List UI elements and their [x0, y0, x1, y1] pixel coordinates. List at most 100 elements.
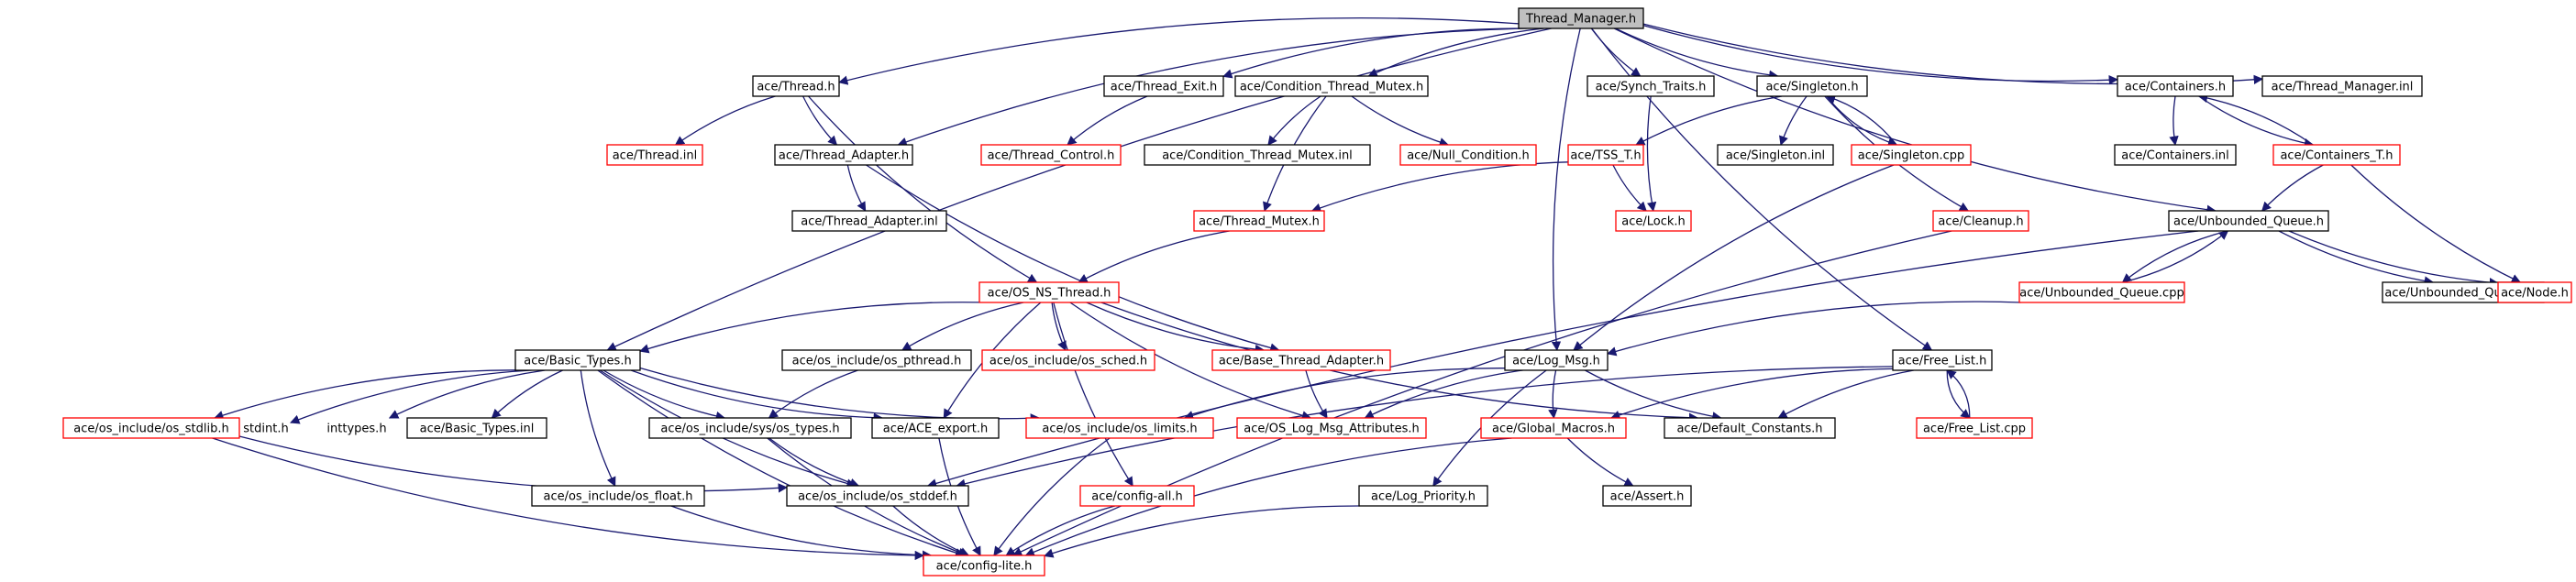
node-box: [981, 349, 1155, 371]
edge-tm-to-singleton: [1615, 27, 1779, 80]
edge-thread-to-threadinl: [674, 95, 776, 146]
node-box: [1480, 417, 1627, 439]
node-label: ace/Cleanup.h: [1938, 215, 2023, 229]
node-containerst[interactable]: ace/Containers_T.h: [2272, 144, 2401, 166]
node-tadapter[interactable]: ace/Thread_Adapter.h: [774, 144, 913, 166]
node-bta[interactable]: ace/Base_Thread_Adapter.h: [1211, 349, 1391, 371]
edge-limits-to-configlite: [993, 437, 1111, 556]
node-singletoncpp[interactable]: ace/Singleton.cpp: [1851, 144, 1972, 166]
node-label: ace/Free_List.cpp: [1923, 423, 2026, 436]
node-sched[interactable]: ace/os_include/os_sched.h: [981, 349, 1155, 371]
node-ctminl[interactable]: ace/Condition_Thread_Mutex.inl: [1144, 144, 1371, 166]
node-configall[interactable]: ace/config-all.h: [1079, 485, 1195, 507]
edge-tm-to-uq: [1613, 27, 2217, 214]
edge-freelist-to-defconst: [1777, 369, 1914, 419]
node-lock[interactable]: ace/Lock.h: [1615, 210, 1692, 232]
node-logmsg[interactable]: ace/Log_Msg.h: [1504, 349, 1609, 371]
node-basic[interactable]: ace/Basic_Types.h: [514, 349, 641, 371]
edge-tadapter-to-bta: [866, 164, 1280, 353]
node-box: [531, 485, 705, 507]
node-label: ace/Log_Priority.h: [1371, 490, 1476, 504]
node-synch[interactable]: ace/Synch_Traits.h: [1587, 75, 1715, 97]
node-label: ace/Condition_Thread_Mutex.inl: [1162, 149, 1353, 163]
node-configlite[interactable]: ace/config-lite.h: [923, 555, 1045, 577]
node-box: [514, 349, 641, 371]
edge-osns-to-sched: [1051, 302, 1067, 351]
edge-texit-to-tcontrol: [1067, 95, 1148, 146]
node-texit[interactable]: ace/Thread_Exit.h: [1103, 75, 1224, 97]
node-tsst[interactable]: ace/TSS_T.h: [1567, 144, 1644, 166]
node-tm[interactable]: Thread_Manager.h: [1518, 7, 1644, 29]
node-tminl[interactable]: ace/Thread_Manager.inl: [2261, 75, 2423, 97]
node-cleanup[interactable]: ace/Cleanup.h: [1932, 210, 2029, 232]
node-oslogattr[interactable]: ace/OS_Log_Msg_Attributes.h: [1236, 417, 1427, 439]
node-stddef[interactable]: ace/os_include/os_stddef.h: [786, 485, 969, 507]
edge-ctm-to-ctminl: [1267, 95, 1321, 146]
node-label: ace/Singleton.cpp: [1858, 149, 1965, 163]
edge-basic-to-basicinl: [491, 369, 563, 419]
node-label: ace/Containers_T.h: [2280, 149, 2393, 163]
node-stdint: stdint.h: [243, 423, 288, 436]
edge-synch-to-lock: [1646, 95, 1657, 213]
node-box: [980, 144, 1122, 166]
node-label: ace/Thread_Mutex.h: [1199, 215, 1320, 229]
node-globalmacros[interactable]: ace/Global_Macros.h: [1480, 417, 1627, 439]
node-defconst[interactable]: ace/Default_Constants.h: [1664, 417, 1836, 439]
edge-logmsg-to-limits: [1183, 368, 1506, 421]
node-ctm[interactable]: ace/Condition_Thread_Mutex.h: [1234, 75, 1429, 97]
edge-cleanup-to-configlite: [1012, 230, 1952, 556]
edge-tm-to-containers: [1642, 25, 2119, 85]
edge-freelist-to-stddef: [956, 366, 1894, 489]
node-box: [1756, 75, 1868, 97]
node-thread[interactable]: ace/Thread.h: [752, 75, 840, 97]
node-threadinl[interactable]: ace/Thread.inl: [606, 144, 703, 166]
node-stdlib[interactable]: ace/os_include/os_stdlib.h: [62, 417, 240, 439]
node-box: [1144, 144, 1371, 166]
node-label: ace/os_include/os_pthread.h: [792, 355, 962, 368]
node-nullcond[interactable]: ace/Null_Condition.h: [1399, 144, 1537, 166]
edge-osns-to-configall: [1053, 302, 1133, 487]
node-logprio[interactable]: ace/Log_Priority.h: [1358, 485, 1488, 507]
node-containers[interactable]: ace/Containers.h: [2117, 75, 2234, 97]
node-limits[interactable]: ace/os_include/os_limits.h: [1025, 417, 1214, 439]
edge-stddef-to-configlite: [892, 505, 970, 556]
node-label: ace/Log_Msg.h: [1512, 355, 1600, 368]
node-box: [791, 210, 947, 232]
node-tadapterinl[interactable]: ace/Thread_Adapter.inl: [791, 210, 947, 232]
node-containersinl[interactable]: ace/Containers.inl: [2114, 144, 2237, 166]
node-label: ace/Thread.h: [757, 81, 835, 94]
node-label: ace/Singleton.h: [1765, 81, 1858, 94]
node-box: [1103, 75, 1224, 97]
edge-osns-to-bta: [1086, 302, 1266, 355]
edge-basic-to-systypes: [603, 369, 726, 422]
node-uqcpp[interactable]: ace/Unbounded_Queue.cpp: [2018, 281, 2185, 303]
edge-globalmacros-to-configlite: [1024, 437, 1512, 557]
node-aceexport[interactable]: ace/ACE_export.h: [871, 417, 1000, 439]
node-float[interactable]: ace/os_include/os_float.h: [531, 485, 705, 507]
node-label: ace/Condition_Thread_Mutex.h: [1240, 81, 1423, 94]
node-singletoninl[interactable]: ace/Singleton.inl: [1717, 144, 1834, 166]
node-basicinl[interactable]: ace/Basic_Types.inl: [406, 417, 547, 439]
edge-basic-to-float: [580, 369, 616, 487]
node-osns[interactable]: ace/OS_NS_Thread.h: [978, 281, 1120, 303]
node-box: [1932, 210, 2029, 232]
edge-basic-to-aceexport: [630, 369, 884, 423]
node-box: [1602, 485, 1692, 507]
node-systypes[interactable]: ace/os_include/sys/os_types.h: [648, 417, 852, 439]
node-node[interactable]: ace/Node.h: [2497, 281, 2572, 303]
node-box: [1399, 144, 1537, 166]
node-assert[interactable]: ace/Assert.h: [1602, 485, 1692, 507]
edge-logmsg-to-globalmacros: [1548, 369, 1558, 420]
node-singleton[interactable]: ace/Singleton.h: [1756, 75, 1868, 97]
node-freelistcpp[interactable]: ace/Free_List.cpp: [1916, 417, 2033, 439]
node-pthread[interactable]: ace/os_include/os_pthread.h: [781, 349, 972, 371]
edge-freelist-to-freelistcpp: [1946, 369, 1971, 419]
edge-basic-to-configlite: [597, 369, 966, 558]
node-box: [1236, 417, 1427, 439]
node-box: [1211, 349, 1391, 371]
node-box: [2497, 281, 2572, 303]
node-uq[interactable]: ace/Unbounded_Queue.h: [2168, 210, 2329, 232]
node-freelist[interactable]: ace/Free_List.h: [1892, 349, 1993, 371]
node-tcontrol[interactable]: ace/Thread_Control.h: [980, 144, 1122, 166]
node-tmutex[interactable]: ace/Thread_Mutex.h: [1193, 210, 1325, 232]
